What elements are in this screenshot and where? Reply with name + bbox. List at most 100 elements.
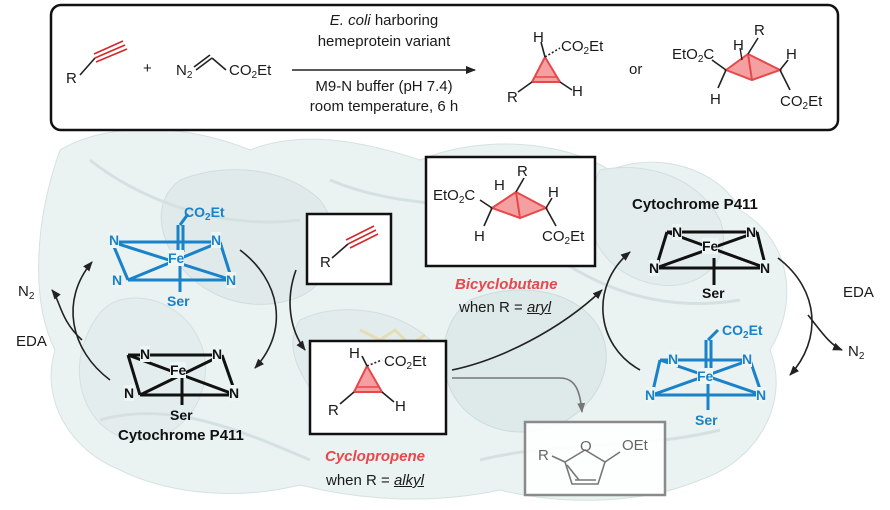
bcb-ester-right-label: CO2Et: [542, 228, 585, 247]
right-heme-fe: Fe: [702, 238, 719, 254]
bcb-r-label: R: [517, 163, 528, 180]
cyclopropene-product: [517, 41, 573, 93]
prod2-r-label: R: [754, 22, 765, 39]
alkyne-reactant: [79, 40, 128, 76]
condition-line-2: hemeprotein variant: [317, 33, 451, 50]
right-carbene-n2: N: [742, 351, 753, 367]
bcb-ester-left-label: EtO2C: [433, 187, 475, 206]
prod2-ester-right-post: Et: [808, 93, 823, 110]
bicyclobutane-when-value: aryl: [526, 299, 552, 316]
prod2-ester-left-post: C: [703, 46, 715, 63]
protein-surface-background: [38, 128, 788, 501]
bcb-h-top-label: H: [494, 177, 505, 194]
left-heme-n1: N: [140, 346, 151, 362]
right-heme-n4: N: [760, 260, 771, 276]
left-n2-pre: N: [18, 283, 29, 300]
right-eda-label: EDA: [843, 284, 874, 301]
bicyclobutane-when: when R = aryl: [459, 299, 551, 316]
left-n2-label: N2: [18, 283, 34, 302]
condition-line-1-rest: harboring: [370, 12, 439, 29]
diazo-ester-label: CO2Et: [229, 62, 272, 81]
diazo-n-text: N: [176, 62, 187, 79]
cyclopropene-h2-label: H: [395, 398, 406, 415]
bicyclobutane-product: [711, 37, 791, 91]
ethyl-diazoacetate: [193, 54, 227, 71]
diazo-n2-label: N2: [176, 62, 193, 81]
plus-sign: +: [143, 60, 152, 77]
bcb-ester-right-pre: CO: [542, 228, 565, 245]
right-cytochrome-label: Cytochrome P411: [632, 196, 758, 213]
right-carbene-fe: Fe: [697, 368, 714, 384]
alkyne-box: [305, 212, 393, 286]
cyclopropene-ester-label: CO2Et: [384, 353, 427, 372]
left-carbene-ester-sub: 2: [205, 212, 211, 223]
center-arrows: [289, 269, 603, 413]
alkyne-r-label: R: [66, 70, 77, 87]
prod1-h2-label: H: [572, 83, 583, 100]
diazo-ester-pre: CO: [229, 62, 252, 79]
prod2-h-right-label: H: [786, 46, 797, 63]
right-cycle-arrows: [602, 251, 843, 376]
diazo-ester-sub: 2: [251, 70, 258, 81]
right-n2-sub: 2: [858, 351, 865, 362]
left-heme-n2: N: [212, 346, 223, 362]
bcb-ester-right-post: Et: [570, 228, 585, 245]
condition-line-3: M9-N buffer (pH 7.4): [315, 78, 453, 95]
left-heme-carbene: [110, 213, 234, 292]
left-carbene-ser: Ser: [167, 293, 190, 309]
bicyclobutane-name: Bicyclobutane: [455, 276, 558, 293]
prod1-r-label: R: [507, 89, 518, 106]
center-bicyclobutane: [479, 177, 557, 227]
or-label: or: [629, 61, 643, 78]
left-cycle-arrows: [51, 249, 278, 381]
prod2-ester-left-sub: 2: [697, 54, 704, 65]
reaction-scheme-box: [49, 3, 840, 132]
right-carbene-ser: Ser: [695, 412, 718, 428]
right-n2-label: N2: [848, 343, 865, 362]
prod2-ester-left-pre: EtO: [672, 46, 698, 63]
right-carbene-ester-label: CO2Et: [722, 322, 763, 341]
prod1-ester-pre: CO: [561, 38, 584, 55]
left-carbene-n3: N: [112, 272, 123, 288]
right-carbene-ester-pre: CO: [722, 322, 743, 338]
right-carbene-n3: N: [645, 387, 656, 403]
bcb-h-right-label: H: [548, 184, 559, 201]
diazo-n-sub: 2: [186, 70, 193, 81]
condition-line-1: E. coli harboring: [296, 12, 472, 29]
cyclopropene-h-label: H: [349, 345, 360, 362]
left-carbene-ester-post: Et: [210, 204, 225, 220]
furan-o-label: O: [580, 438, 592, 455]
bicyclobutane-when-text: when R =: [459, 299, 527, 316]
right-n2-pre: N: [848, 343, 859, 360]
right-heme-ser: Ser: [702, 285, 725, 301]
left-cytochrome-label: Cytochrome P411: [118, 427, 244, 444]
right-carbene-n1: N: [668, 351, 679, 367]
left-heme-n3: N: [124, 385, 135, 401]
right-carbene-ester-post: Et: [748, 322, 763, 338]
left-heme-n4: N: [229, 385, 240, 401]
left-carbene-ester-pre: CO: [184, 204, 205, 220]
cyclopropene-when-text: when R =: [326, 472, 394, 489]
furan-oet-label: OEt: [622, 437, 648, 454]
right-heme-n2: N: [746, 224, 757, 240]
cyclopropene-when: when R = alkyl: [326, 472, 424, 489]
cyclopropene-when-value: alkyl: [393, 472, 424, 489]
cyclopropene-ester-sub: 2: [406, 361, 413, 372]
prod1-h-label: H: [533, 29, 544, 46]
left-eda-label: EDA: [16, 333, 47, 350]
furan-structure: [551, 449, 621, 485]
prod2-ester-right-pre: CO: [780, 93, 803, 110]
bcb-ester-right-sub: 2: [564, 236, 571, 247]
prod2-ester-right-sub: 2: [802, 101, 809, 112]
right-heme-n3: N: [649, 260, 660, 276]
prod1-ester-label: CO2Et: [561, 38, 603, 57]
right-carbene-ester-sub: 2: [743, 330, 749, 341]
prod2-h-left-label: H: [710, 91, 721, 108]
cyclopropene-ester-post: Et: [412, 353, 427, 370]
diazo-ester-post: Et: [257, 62, 272, 79]
furan-box: [523, 420, 667, 497]
condition-line-4: room temperature, 6 h: [309, 98, 459, 115]
prod2-ester-right-label: CO2Et: [780, 93, 823, 112]
